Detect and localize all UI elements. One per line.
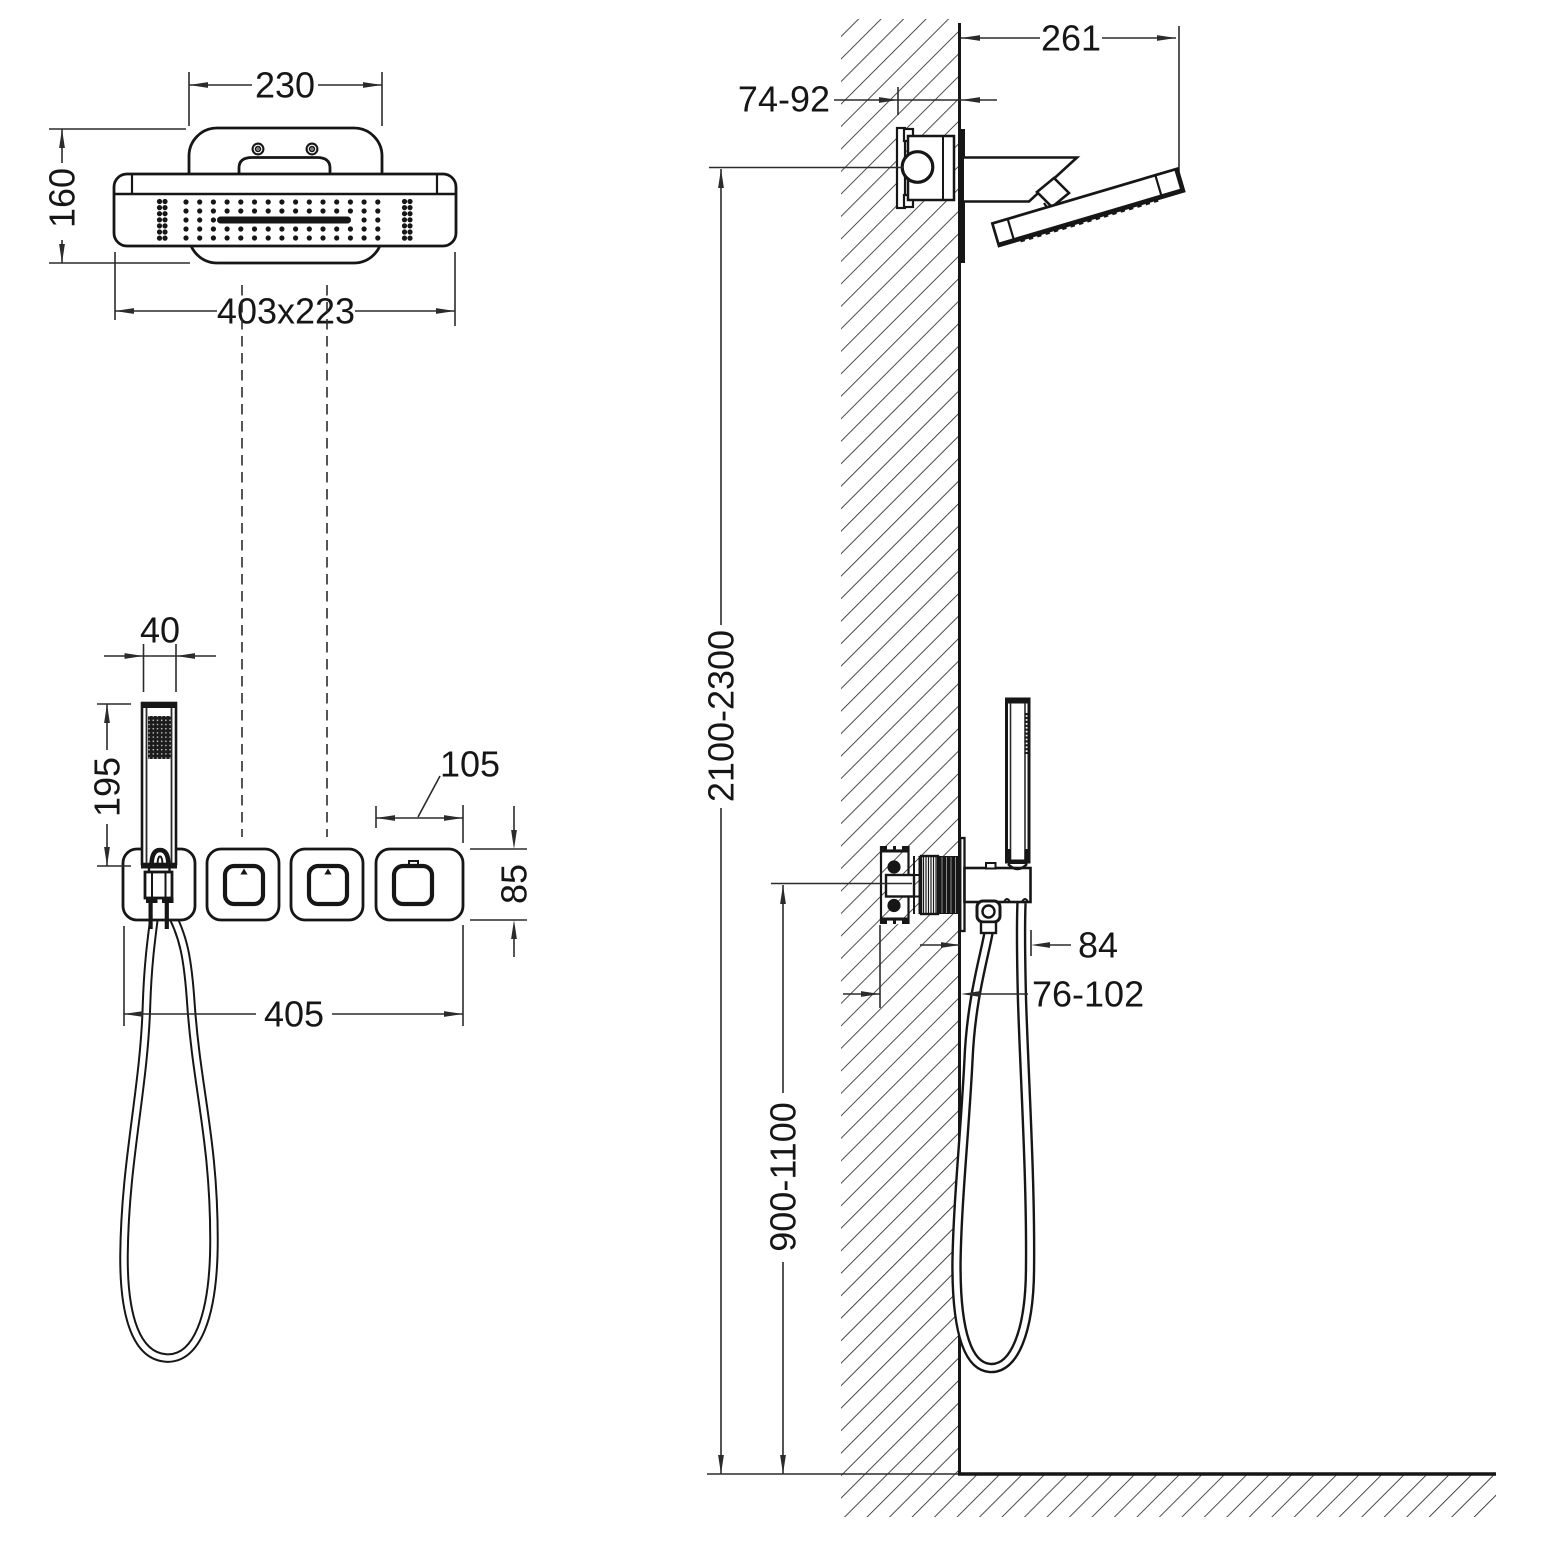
svg-text:2100-2300: 2100-2300 xyxy=(701,630,742,802)
svg-text:74-92: 74-92 xyxy=(738,79,830,120)
svg-text:40: 40 xyxy=(140,610,180,651)
svg-text:195: 195 xyxy=(87,757,128,817)
svg-text:261: 261 xyxy=(1041,18,1101,59)
svg-text:84: 84 xyxy=(1078,925,1118,966)
svg-text:900-1100: 900-1100 xyxy=(763,1102,804,1251)
svg-text:160: 160 xyxy=(42,168,83,228)
svg-text:105: 105 xyxy=(440,744,500,785)
svg-text:85: 85 xyxy=(494,864,535,904)
svg-text:230: 230 xyxy=(255,65,315,106)
svg-text:405: 405 xyxy=(264,994,324,1035)
svg-text:403x223: 403x223 xyxy=(217,291,355,332)
svg-text:76-102: 76-102 xyxy=(1032,974,1144,1015)
